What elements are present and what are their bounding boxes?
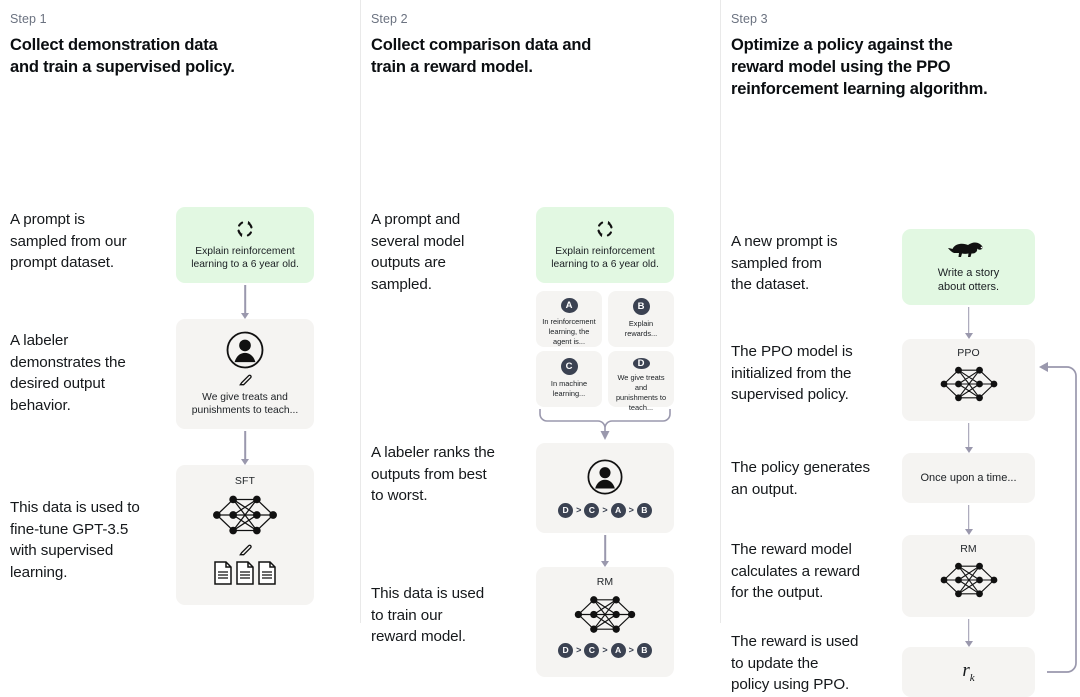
neural-network-icon [570,590,640,639]
step-3-rm-box: RM [902,534,1035,617]
neural-network-icon [936,557,1002,603]
step-1-caption-1: A prompt is sampled from our prompt data… [10,210,127,272]
option-text-c: In machine learning... [550,378,588,398]
step-2-caption-3: This data is used to train our reward mo… [371,584,485,646]
option-badge-a: A [560,297,578,313]
option-text-a: In reinforcement learning, the agent is.… [542,316,596,346]
step-3-caption-5: The reward is used to update the policy … [731,632,859,694]
step-3-arrow-2 [902,422,1035,453]
step-1-title: Collect demonstration data and train a s… [10,36,235,76]
step-1-body: A prompt is sampled from our prompt data… [0,87,360,605]
option-card-c: C In machine learning... [536,350,602,407]
step-3-arrow-4 [902,618,1035,647]
step-1-caption-3: This data is used to fine-tune GPT-3.5 w… [10,498,140,582]
step-3-caption-1: A new prompt is sampled from the dataset… [731,232,838,294]
step-2-rm-label: RM [596,575,614,588]
person-labeler-icon [586,458,624,496]
rm-rank-chip-3: A [610,642,626,658]
option-badge-d: D [632,357,650,369]
rank-chip-4: B [636,502,652,518]
step-2-labeler-ranking: D > C > A > B [558,502,652,518]
step-3-header: Step 3 Optimize a policy against the rew… [721,12,1080,101]
step-2-prompt-box: Explain reinforcement learning to a 6 ye… [536,206,674,283]
rm-rank-gt-2: > [602,645,608,656]
reward-feedback-arrow [1033,357,1080,677]
rank-gt-1: > [576,505,582,516]
step-1-arrow-1 [176,284,314,319]
pencil-icon [237,542,253,558]
step-1-labeler-box: We give treats and punishments to teach.… [176,318,314,429]
step-3-ppo-box: PPO [902,338,1035,421]
step-3-output-box: Once upon a time... [902,452,1035,503]
option-card-b: B Explain rewards... [608,290,674,347]
step-3-output-text: Once upon a time... [920,471,1017,484]
step-2-column: Step 2 Collect comparison data and train… [360,0,720,677]
step-2-header: Step 2 Collect comparison data and train… [361,12,720,79]
step-2-merge-brace [536,407,674,443]
step-2-prompt-text: Explain reinforcement learning to a 6 ye… [551,245,659,271]
step-2-label: Step 2 [371,12,408,26]
rank-chip-2: C [584,502,600,518]
step-2-title: Collect comparison data and train a rewa… [371,36,592,76]
step-2-labeler-box: D > C > A > B [536,442,674,533]
step-1-prompt-text: Explain reinforcement learning to a 6 ye… [191,245,299,271]
option-text-d: We give treats and punishments to teach.… [615,372,667,412]
step-2-rm-ranking: D > C > A > B [558,642,652,658]
step-3-reward-box: rk [902,646,1035,697]
step-3-arrow-3 [902,504,1035,535]
option-badge-c: C [560,357,578,375]
option-card-a: A In reinforcement learning, the agent i… [536,290,602,347]
refresh-circular-arrows-icon [594,218,616,240]
step-3-ppo-label: PPO [957,346,980,359]
step-2-arrow-2 [536,534,674,567]
step-3-title: Optimize a policy against the reward mod… [731,36,988,98]
rank-gt-3: > [628,505,634,516]
step-1-sft-label: SFT [234,474,256,487]
step-3-arrow-1 [902,306,1035,339]
person-labeler-icon [225,330,265,370]
step-1-column: Step 1 Collect demonstration data and tr… [0,0,360,623]
refresh-circular-arrows-icon [234,218,256,240]
step-3-body: A new prompt is sampled from the dataset… [721,109,1080,697]
documents-icon [213,561,277,585]
option-badge-b: B [632,297,650,315]
neural-network-icon [936,361,1002,407]
step-1-arrow-2 [176,430,314,465]
step-3-caption-3: The policy generates an output. [731,458,870,498]
step-3-prompt-text: Write a story about otters. [937,266,1000,294]
step-2-body: A prompt and several model outputs are s… [361,87,720,677]
rm-rank-chip-1: D [558,642,574,658]
step-3-prompt-box: Write a story about otters. [902,228,1035,305]
rm-rank-gt-3: > [628,645,634,656]
step-2-caption-2: A labeler ranks the outputs from best to… [371,443,495,505]
rm-rank-chip-4: B [636,642,652,658]
step-3-reward-formula: rk [962,659,975,684]
step-3-column: Step 3 Optimize a policy against the rew… [720,0,1080,697]
step-3-label: Step 3 [731,12,768,26]
step-1-caption-2: A labeler demonstrates the desired outpu… [10,331,126,415]
rm-rank-chip-2: C [584,642,600,658]
step-1-prompt-box: Explain reinforcement learning to a 6 ye… [176,206,314,283]
rank-chip-1: D [558,502,574,518]
step-3-caption-4: The reward model calculates a reward for… [731,540,860,602]
rm-rank-gt-1: > [576,645,582,656]
step-2-caption-1: A prompt and several model outputs are s… [371,210,465,294]
rank-chip-3: A [610,502,626,518]
step-1-header: Step 1 Collect demonstration data and tr… [0,12,360,79]
pencil-icon [237,372,253,388]
step-1-label: Step 1 [10,12,47,26]
step-3-rm-label: RM [960,542,977,555]
step-2-rm-box: RM D > C [536,566,674,677]
step-1-sft-box: SFT [176,464,314,605]
option-card-d: D We give treats and punishments to teac… [608,350,674,412]
step-3-caption-2: The PPO model is initialized from the su… [731,342,853,404]
rank-gt-2: > [602,505,608,516]
otter-icon [946,239,992,261]
option-text-b: Explain rewards... [624,318,658,338]
step-1-labeler-text: We give treats and punishments to teach.… [191,391,299,417]
neural-network-icon [208,489,282,541]
